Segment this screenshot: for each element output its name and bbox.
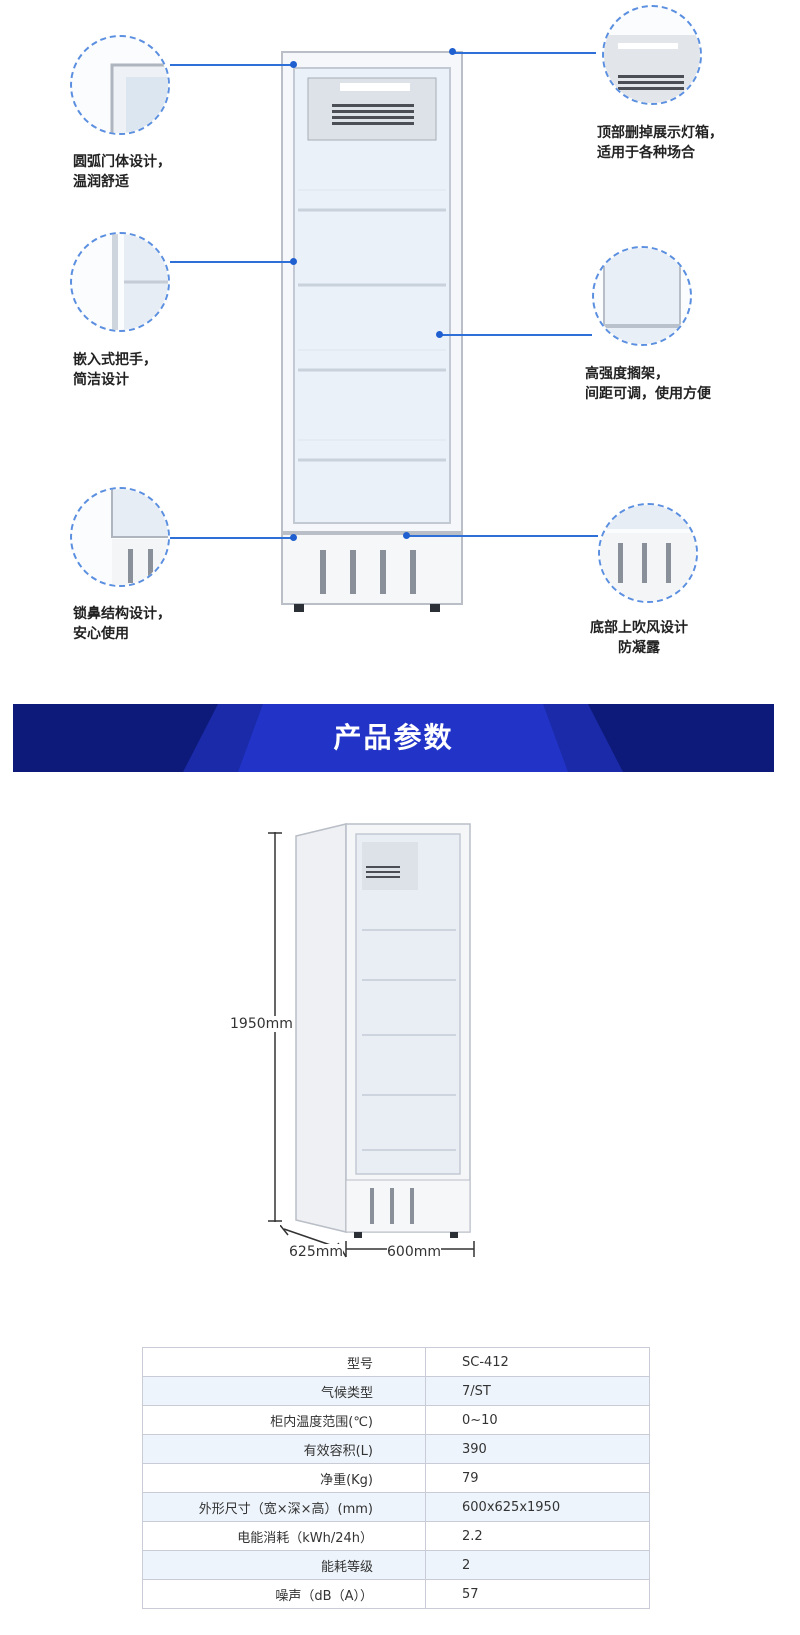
handle-detail-circle	[70, 232, 170, 332]
lock-feature-text: 锁鼻结构设计， 安心使用	[73, 604, 171, 644]
light-leader-dot	[449, 48, 456, 55]
spec-label: 有效容积(L)	[142, 1434, 426, 1464]
door-feature-line-1: 圆弧门体设计，	[73, 154, 171, 170]
table-row: 电能消耗（kWh/24h）2.2	[142, 1521, 650, 1551]
airflow-feature-line-1: 底部上吹风设计	[590, 620, 688, 636]
banner-title: 产品参数	[333, 721, 454, 754]
spec-label: 净重(Kg)	[142, 1463, 426, 1493]
handle-feature-line-1: 嵌入式把手，	[73, 352, 157, 368]
height-dimension-label: 1950mm	[230, 1016, 293, 1032]
shelf-detail-circle	[592, 246, 692, 346]
spec-value: 600x625x1950	[425, 1492, 650, 1522]
lock-leader-dot	[290, 534, 297, 541]
door-detail-circle	[70, 35, 170, 135]
airflow-feature-line-2: 防凝露	[618, 640, 660, 656]
spec-label: 电能消耗（kWh/24h）	[142, 1521, 426, 1551]
door-leader-line	[170, 64, 295, 66]
fridge-front-image	[281, 51, 463, 612]
fridge-perspective-image	[295, 823, 471, 1238]
light-feature-text: 顶部删掉展示灯箱， 适用于各种场合	[597, 123, 723, 163]
light-leader-line	[453, 52, 596, 54]
table-row: 柜内温度范围(℃)0~10	[142, 1405, 650, 1435]
section-banner: 产品参数	[13, 704, 774, 772]
spec-value: 79	[425, 1463, 650, 1493]
spec-value: 0~10	[425, 1405, 650, 1435]
lock-detail-circle	[70, 487, 170, 587]
spec-label: 型号	[142, 1347, 426, 1377]
light-feature-line-1: 顶部删掉展示灯箱，	[597, 125, 723, 141]
shelf-feature-text: 高强度搁架， 间距可调，使用方便	[585, 364, 711, 404]
airflow-detail-circle	[598, 503, 698, 603]
handle-leader-line	[170, 261, 295, 263]
table-row: 外形尺寸（宽×深×高）(mm)600x625x1950	[142, 1492, 650, 1522]
light-detail-circle	[602, 5, 702, 105]
lock-leader-line	[170, 537, 295, 539]
spec-label: 柜内温度范围(℃)	[142, 1405, 426, 1435]
shelf-leader-line	[440, 334, 592, 336]
shelf-feature-line-1: 高强度搁架，	[585, 366, 669, 382]
shelf-feature-line-2: 间距可调，使用方便	[585, 386, 711, 402]
door-feature-text: 圆弧门体设计， 温润舒适	[73, 152, 171, 192]
lock-feature-line-1: 锁鼻结构设计，	[73, 606, 171, 622]
table-row: 有效容积(L)390	[142, 1434, 650, 1464]
airflow-leader-line	[406, 535, 598, 537]
spec-label: 能耗等级	[142, 1550, 426, 1580]
lock-feature-line-2: 安心使用	[73, 626, 129, 642]
table-row: 噪声（dB（A））57	[142, 1579, 650, 1609]
door-feature-line-2: 温润舒适	[73, 174, 129, 190]
spec-value: SC-412	[425, 1347, 650, 1377]
spec-value: 2	[425, 1550, 650, 1580]
banner-background-shapes	[183, 704, 623, 772]
handle-leader-dot	[290, 258, 297, 265]
spec-label: 噪声（dB（A））	[142, 1579, 426, 1609]
depth-dimension-label: 625mm	[289, 1244, 343, 1260]
door-leader-dot	[290, 61, 297, 68]
handle-feature-text: 嵌入式把手， 简洁设计	[73, 350, 157, 390]
handle-feature-line-2: 简洁设计	[73, 372, 129, 388]
spec-label: 气候类型	[142, 1376, 426, 1406]
spec-value: 390	[425, 1434, 650, 1464]
spec-value: 57	[425, 1579, 650, 1609]
shelf-leader-dot	[436, 331, 443, 338]
spec-label: 外形尺寸（宽×深×高）(mm)	[142, 1492, 426, 1522]
airflow-leader-dot	[403, 532, 410, 539]
spec-value: 7/ST	[425, 1376, 650, 1406]
width-dimension-label: 600mm	[387, 1244, 441, 1260]
spec-value: 2.2	[425, 1521, 650, 1551]
light-feature-line-2: 适用于各种场合	[597, 145, 695, 161]
table-row: 净重(Kg)79	[142, 1463, 650, 1493]
airflow-feature-text: 底部上吹风设计 防凝露	[590, 618, 688, 658]
